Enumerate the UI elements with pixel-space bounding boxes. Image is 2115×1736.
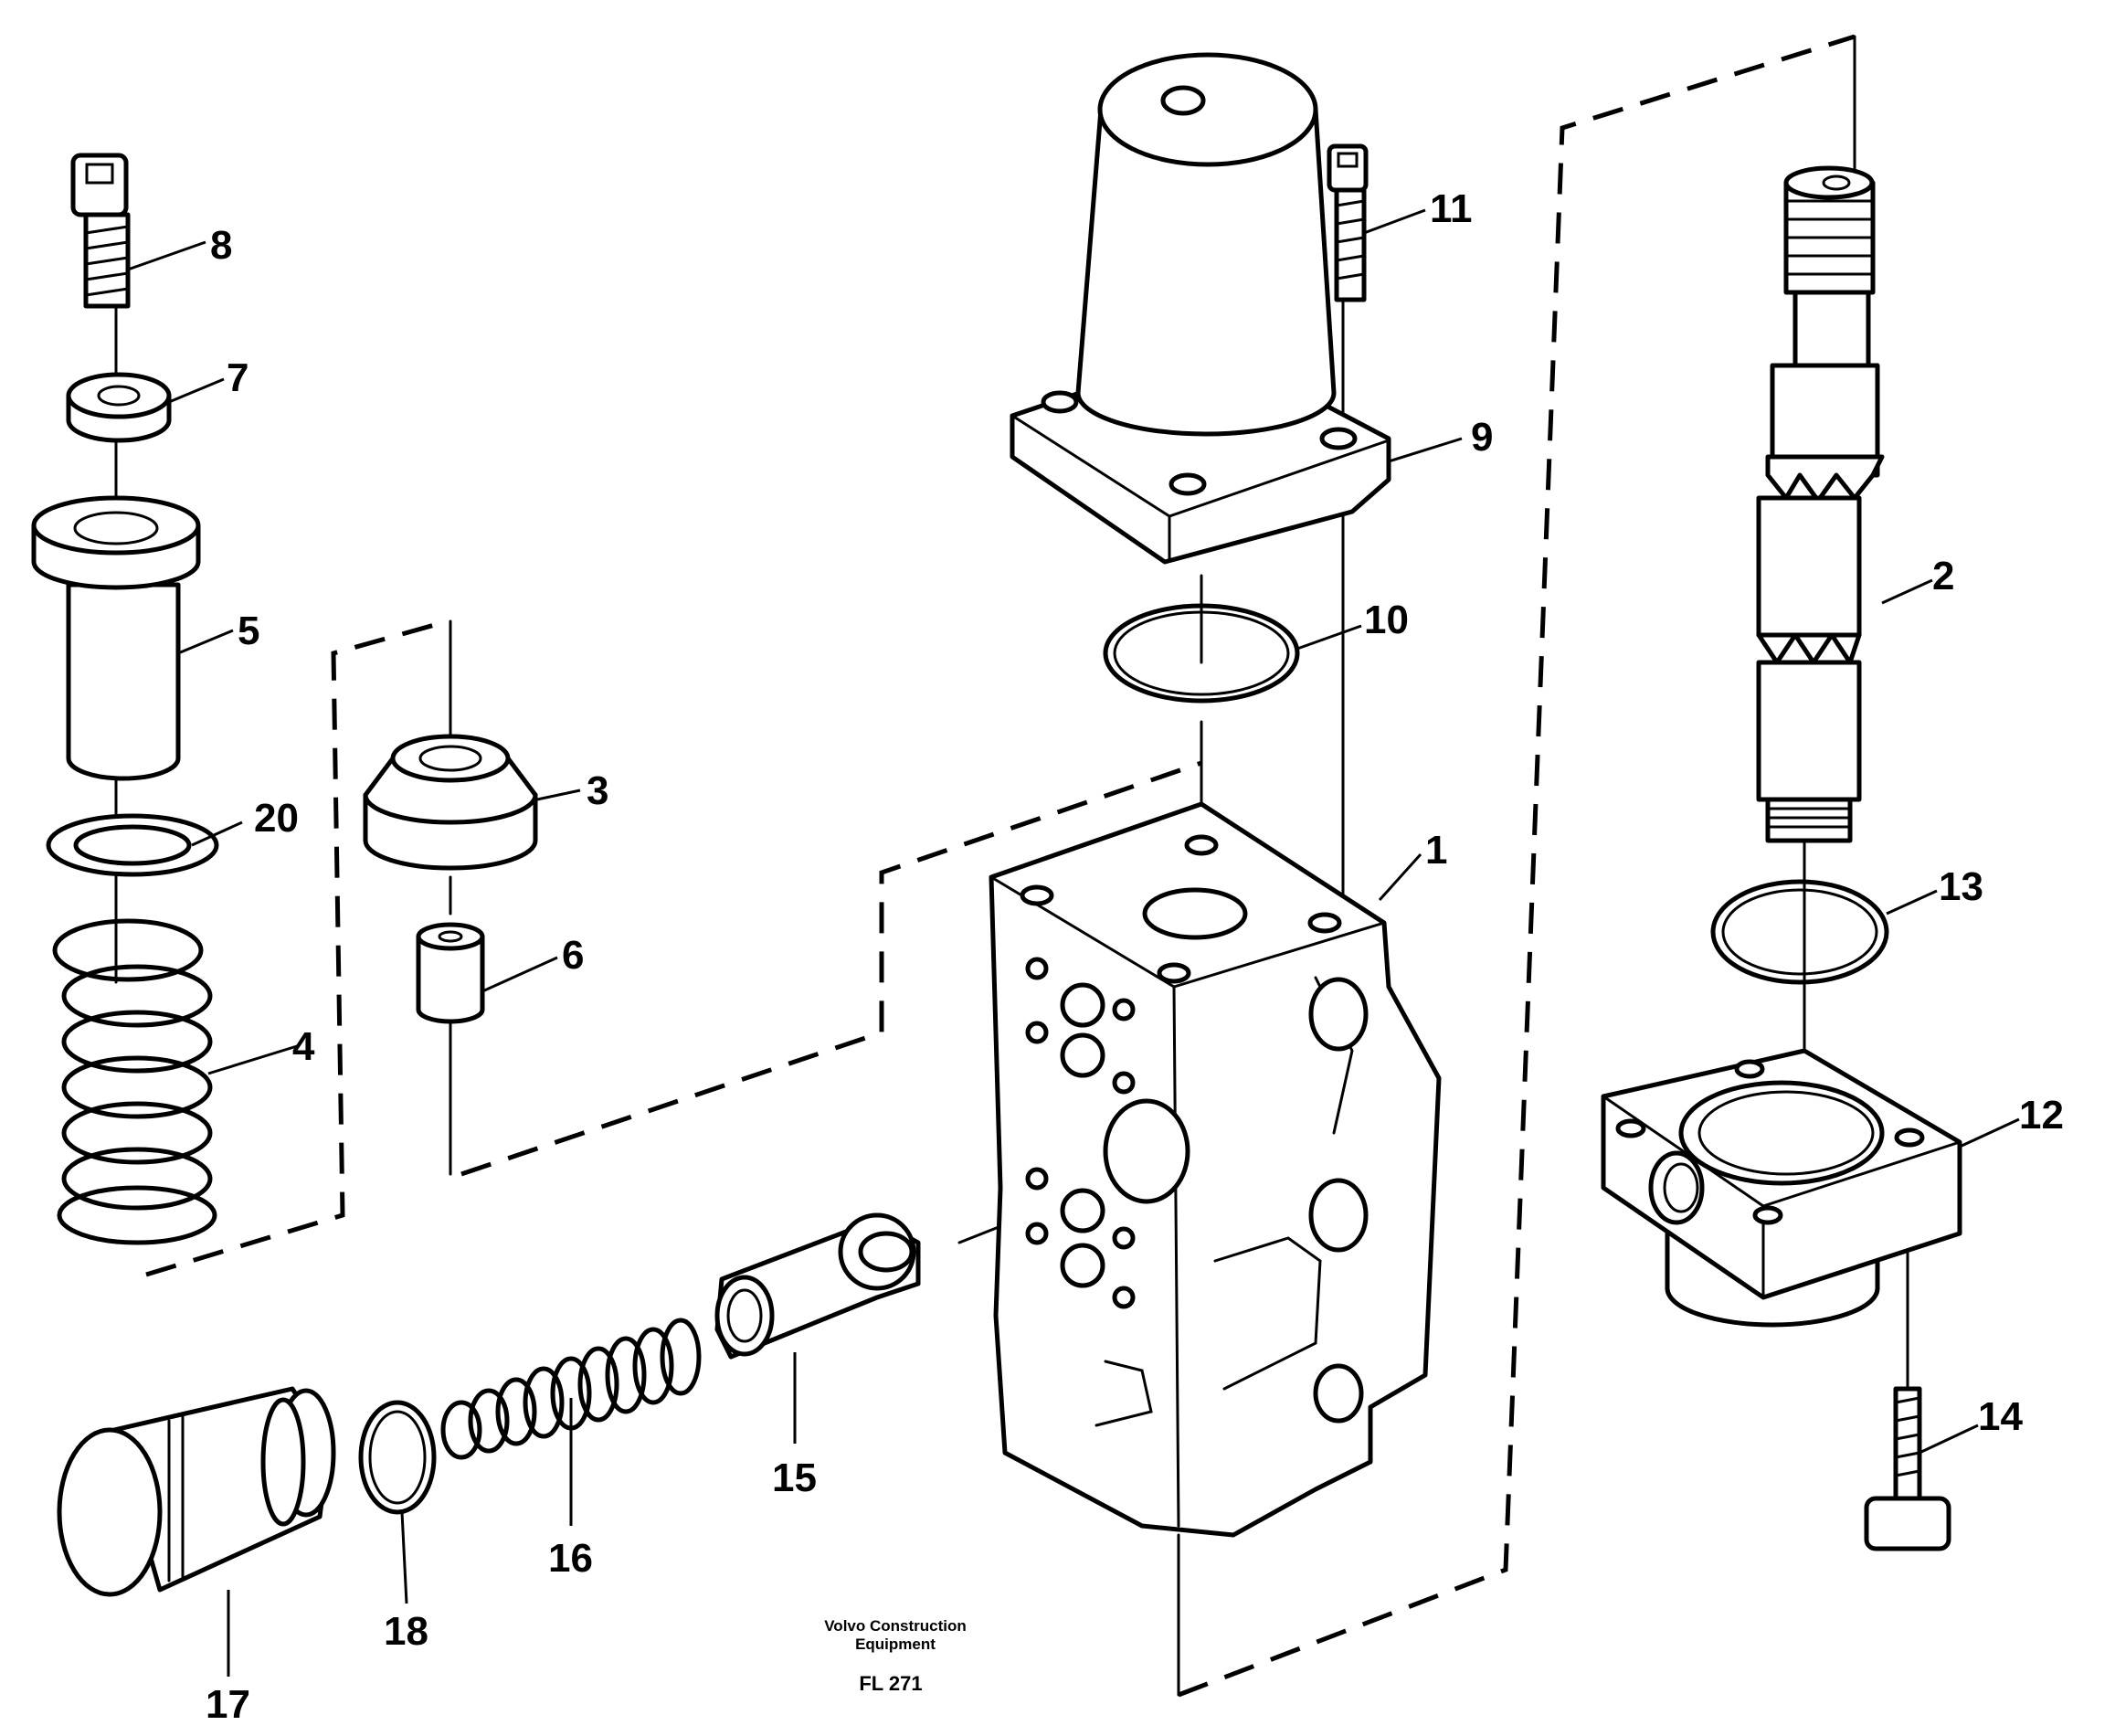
part-8-cap-screw [70, 153, 131, 309]
callout-17: 17 [206, 1682, 250, 1727]
part-4-coil-spring [52, 918, 217, 1245]
callout-18: 18 [384, 1609, 428, 1654]
part-17-plug [57, 1386, 336, 1597]
callout-7: 7 [227, 355, 249, 400]
part-9-cover [1010, 52, 1391, 565]
part-2-spool [1756, 165, 1885, 843]
callout-4: 4 [292, 1024, 315, 1069]
footer-drawing-code: FL 271 [859, 1672, 922, 1695]
callout-6: 6 [562, 933, 584, 978]
callout-12: 12 [2019, 1093, 2064, 1138]
assembly-boundary-lines [145, 34, 1856, 1698]
callout-15: 15 [772, 1455, 817, 1500]
part-6-bushing [416, 922, 485, 1024]
callout-14: 14 [1978, 1394, 2023, 1439]
callout-labels: 1 2 3 4 5 6 7 8 9 10 11 12 13 14 15 16 1… [206, 186, 2064, 1727]
part-14-cap-screw [1864, 1386, 1951, 1551]
part-11-cap-screw [1327, 143, 1369, 302]
callout-8: 8 [210, 223, 232, 268]
part-16-small-spring [440, 1318, 702, 1460]
part-18-o-ring [358, 1400, 437, 1515]
part-13-o-ring [1710, 879, 1889, 985]
part-20-shim [46, 813, 219, 877]
part-10-o-ring [1103, 603, 1300, 704]
part-1-valve-housing [989, 801, 1442, 1538]
callout-16: 16 [548, 1536, 593, 1581]
callout-11: 11 [1430, 186, 1473, 231]
callout-9: 9 [1471, 415, 1493, 460]
part-12-flange-block [1601, 1048, 1962, 1328]
footer-company-line2: Equipment [855, 1635, 936, 1653]
callout-2: 2 [1932, 554, 1954, 598]
callout-3: 3 [587, 768, 608, 813]
part-15-plunger [714, 1212, 921, 1360]
callout-13: 13 [1939, 864, 1983, 909]
footer-company-line1: Volvo Construction [824, 1617, 967, 1635]
callout-5: 5 [238, 609, 259, 653]
callout-20: 20 [254, 796, 299, 841]
callout-leaders [127, 208, 2020, 1677]
part-7-washer [66, 372, 172, 443]
drawing-footer: Volvo Construction Equipment FL 271 [824, 1617, 967, 1695]
part-5-sleeve [31, 495, 201, 781]
callout-1: 1 [1425, 828, 1447, 873]
part-3-valve-seat [363, 734, 538, 871]
callout-10: 10 [1364, 598, 1409, 642]
